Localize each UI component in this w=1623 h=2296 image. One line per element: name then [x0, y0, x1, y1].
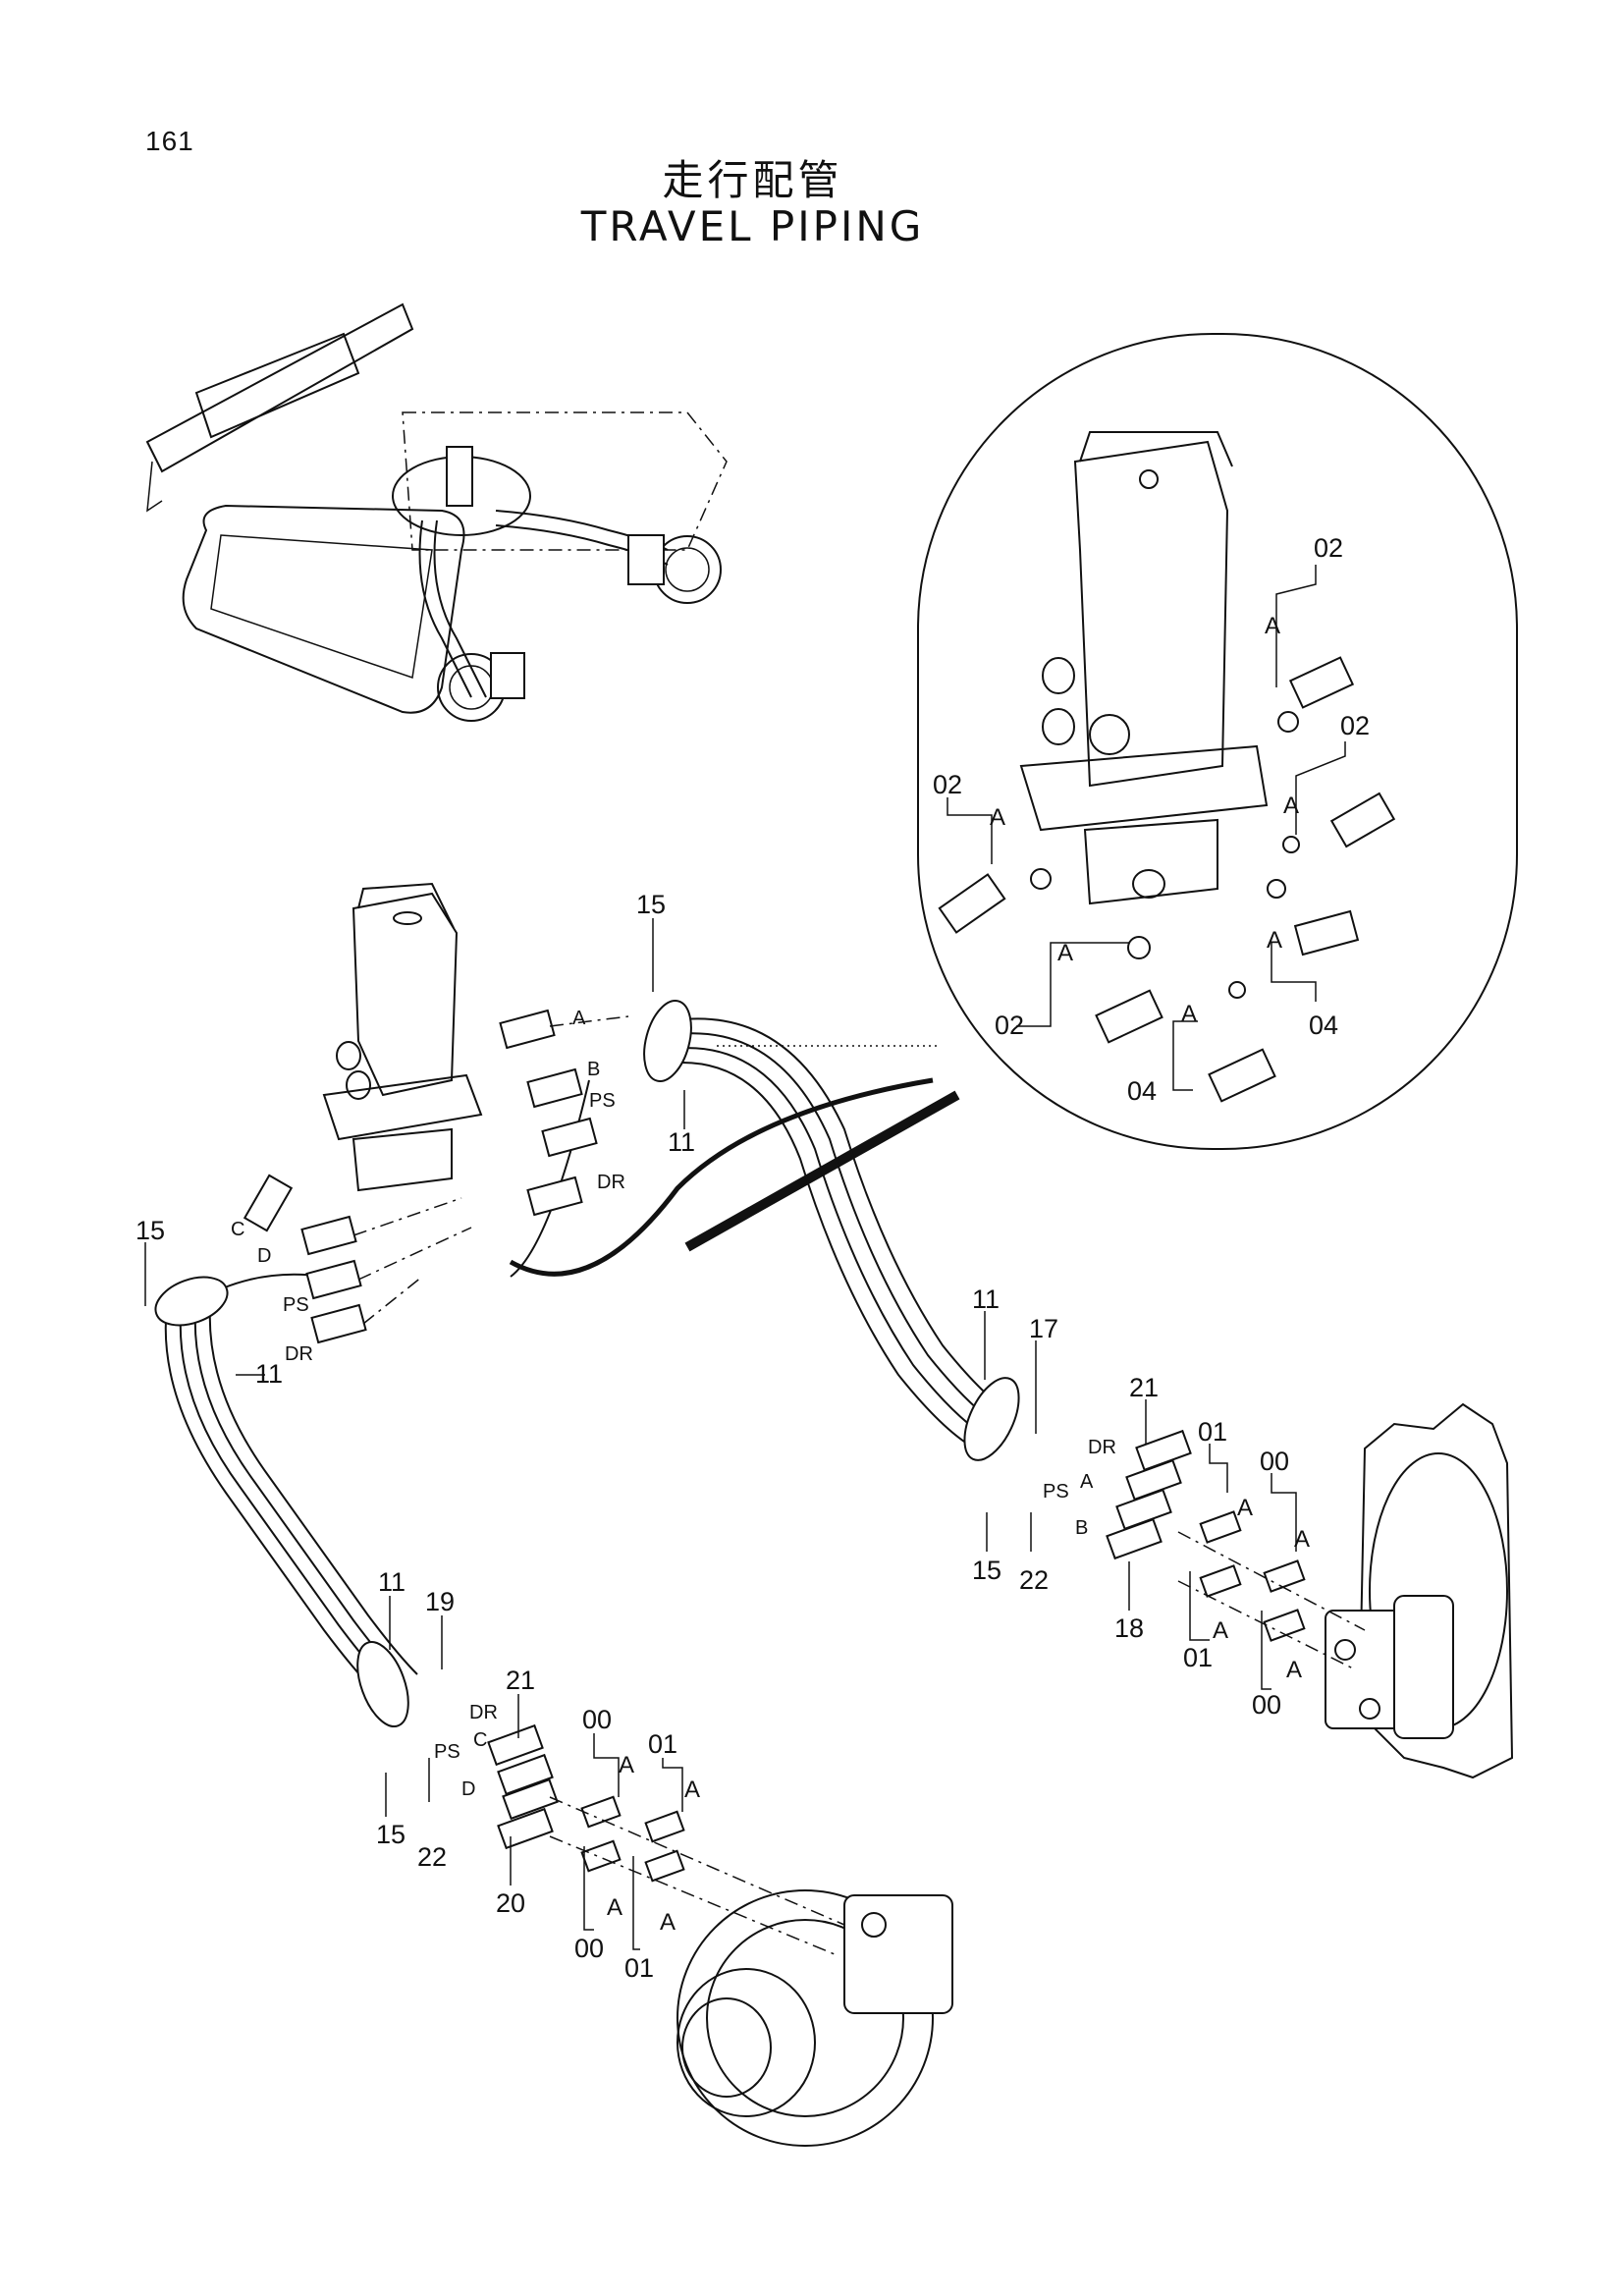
- seal-a-4: A: [1267, 927, 1282, 954]
- port-dr-main: DR: [597, 1172, 625, 1193]
- label-01-right-top: 01: [1198, 1417, 1227, 1447]
- label-04-right: 04: [1309, 1011, 1338, 1040]
- hose-clamps: [154, 1000, 1020, 1727]
- port-dr-bottom: DR: [469, 1702, 498, 1723]
- leader-lines: [144, 565, 1346, 1950]
- seal-a-l2: A: [684, 1777, 700, 1803]
- left-motor-fittings: [487, 1723, 845, 1955]
- label-00-left-top: 00: [582, 1705, 612, 1734]
- right-travel-motor: [1325, 1402, 1514, 1779]
- seal-a-1: A: [1265, 613, 1280, 639]
- label-17: 17: [1029, 1314, 1058, 1343]
- port-a-right: A: [1080, 1471, 1094, 1493]
- label-18: 18: [1114, 1613, 1144, 1643]
- center-joint-main: [322, 882, 483, 1192]
- seal-a-l1: A: [619, 1752, 634, 1778]
- title-english: TRAVEL PIPING: [580, 202, 925, 250]
- port-ps-bottom: PS: [434, 1741, 460, 1763]
- label-02-bottom: 02: [995, 1011, 1024, 1040]
- port-b-main: B: [587, 1059, 600, 1080]
- label-19: 19: [425, 1587, 455, 1616]
- label-11-left: 11: [255, 1359, 283, 1389]
- label-01-left-bottom: 01: [624, 1953, 654, 1983]
- seal-a-r3: A: [1213, 1617, 1228, 1644]
- port-a-main: A: [572, 1008, 586, 1029]
- seal-a-r4: A: [1286, 1657, 1302, 1683]
- seal-a-5: A: [1057, 940, 1073, 966]
- label-01-left-top: 01: [648, 1729, 677, 1759]
- label-22-left: 22: [417, 1842, 447, 1872]
- label-15-left: 15: [135, 1216, 165, 1245]
- port-c-bottom: C: [473, 1729, 487, 1751]
- label-02-mid: 02: [1340, 711, 1370, 740]
- label-11-right: 11: [972, 1285, 1000, 1314]
- seal-a-r2: A: [1294, 1526, 1310, 1553]
- port-ps-right: PS: [1043, 1481, 1069, 1503]
- label-21-right: 21: [1129, 1373, 1159, 1402]
- label-21-left: 21: [506, 1666, 535, 1695]
- seal-a-2: A: [1283, 793, 1299, 819]
- center-joint-detail: [1019, 431, 1269, 905]
- port-c-main: C: [231, 1219, 244, 1240]
- port-dr-left: DR: [285, 1343, 313, 1365]
- label-01-right-bottom: 01: [1183, 1643, 1213, 1672]
- seal-a-r1: A: [1237, 1495, 1253, 1521]
- label-15-top: 15: [636, 890, 666, 919]
- label-11-bottom: 11: [378, 1567, 406, 1597]
- port-d-main: D: [257, 1245, 271, 1267]
- label-00-right-bottom: 00: [1252, 1690, 1281, 1720]
- detail-fittings: [938, 656, 1396, 1103]
- port-ps-main: PS: [589, 1090, 616, 1112]
- seal-a-3: A: [990, 804, 1005, 831]
- seal-a-6: A: [1181, 1001, 1197, 1027]
- label-00-left-bottom: 00: [574, 1934, 604, 1963]
- label-15-bottom: 15: [376, 1820, 406, 1849]
- label-04-bottom: 04: [1127, 1076, 1157, 1106]
- title-japanese: 走行配管: [662, 156, 843, 204]
- seal-a-l3: A: [607, 1894, 622, 1921]
- seal-a-l4: A: [660, 1909, 676, 1936]
- main-joint-fittings: [243, 1009, 629, 1344]
- right-motor-fittings: [1106, 1429, 1366, 1670]
- label-11-top: 11: [668, 1127, 695, 1157]
- port-b-right: B: [1075, 1517, 1088, 1539]
- page-number: 161: [145, 126, 194, 156]
- label-15-right: 15: [972, 1556, 1001, 1585]
- label-02-top: 02: [1314, 533, 1343, 563]
- label-00-right-top: 00: [1260, 1447, 1289, 1476]
- left-travel-motor: [676, 1889, 953, 2147]
- port-dr-right: DR: [1088, 1437, 1116, 1458]
- label-20: 20: [496, 1888, 525, 1918]
- label-02-left: 02: [933, 770, 962, 799]
- part-number-labels: 02 02 02 02 04 04 15 11 15 11 11 17 21 0…: [135, 533, 1370, 1983]
- machine-overview-illustration: [145, 302, 728, 722]
- port-labels: A A A A A A A B PS DR C D PS DR DR A PS …: [231, 613, 1310, 1936]
- port-ps-left: PS: [283, 1294, 309, 1316]
- port-d-bottom: D: [461, 1778, 475, 1800]
- label-22-right: 22: [1019, 1565, 1049, 1595]
